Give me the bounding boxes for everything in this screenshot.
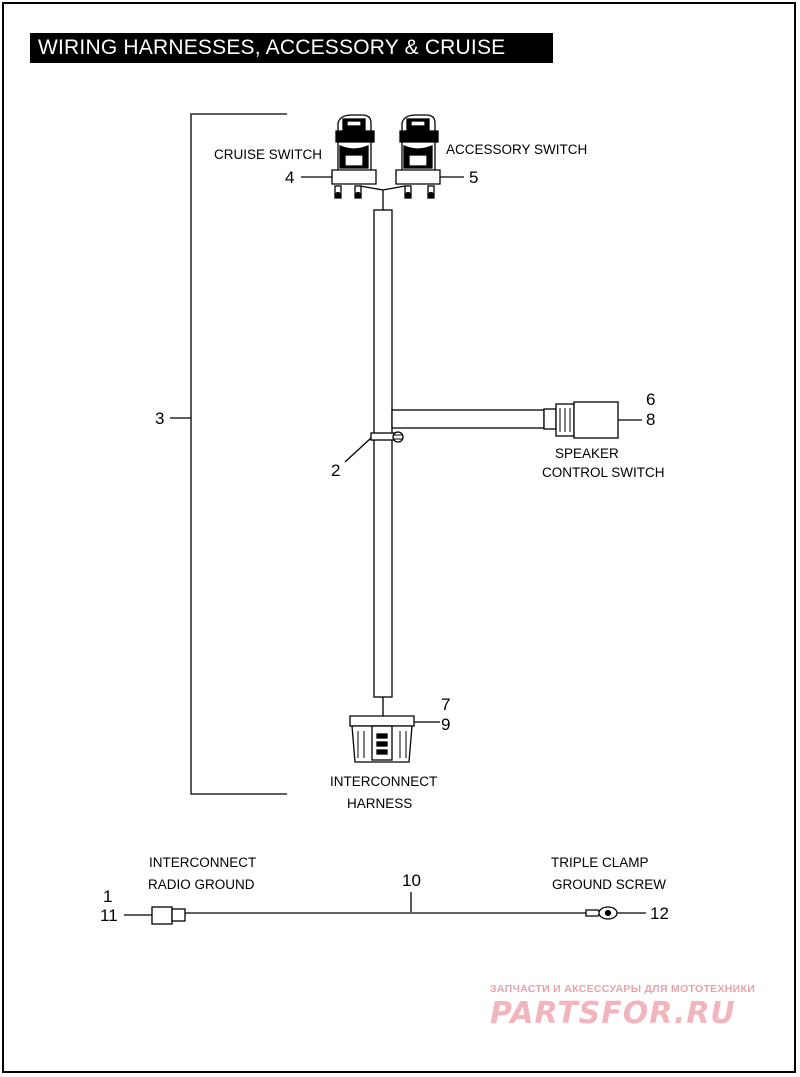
watermark-logo: PARTSFOR.RU	[490, 996, 736, 1031]
callout-10: 10	[402, 871, 421, 890]
accessory-switch-shape	[395, 114, 441, 199]
callout-11: 11	[100, 906, 118, 925]
watermark-tagline: ЗАПЧАСТИ И АКСЕССУАРЫ ДЛЯ МОТОТЕХНИКИ	[490, 983, 756, 995]
cruise-switch-label: CRUISE SWITCH	[214, 147, 322, 162]
main-harness-tube	[373, 209, 393, 698]
leader-2	[344, 437, 372, 463]
interconnect-connector-shape	[349, 715, 415, 763]
callout-12: 12	[650, 904, 669, 923]
callout-4: 4	[285, 168, 295, 187]
page-title: WIRING HARNESSES, ACCESSORY & CRUISE	[30, 33, 553, 63]
callout-8: 8	[646, 410, 656, 429]
ring-terminal-neck	[585, 909, 601, 917]
radio-ground-label-line1: INTERCONNECT	[149, 855, 257, 870]
harness-y-split	[359, 185, 406, 210]
speaker-connector-collar	[543, 408, 557, 430]
ground-terminal-sleeve	[151, 906, 173, 925]
callout-6: 6	[646, 390, 656, 409]
callout-2: 2	[331, 461, 341, 480]
callout-5: 5	[469, 168, 479, 187]
speaker-branch-tube	[391, 409, 545, 429]
speaker-connector-housing	[573, 401, 619, 439]
triple-clamp-label-line1: TRIPLE CLAMP	[551, 855, 649, 870]
callout-3: 3	[155, 409, 165, 428]
accessory-switch-label: ACCESSORY SWITCH	[446, 142, 588, 157]
triple-clamp-label-line2: GROUND SCREW	[552, 877, 666, 892]
callout-7: 7	[441, 695, 451, 714]
callout-9: 9	[441, 715, 451, 734]
ground-terminal-end	[171, 908, 186, 922]
speaker-label-line1: SPEAKER	[555, 446, 619, 461]
assembly-bracket	[190, 113, 287, 795]
speaker-label-line2: CONTROL SWITCH	[542, 465, 665, 480]
callout-1: 1	[103, 887, 113, 906]
interconnect-label-line2: HARNESS	[347, 796, 413, 811]
cruise-switch-shape	[331, 114, 377, 199]
strap-head	[392, 431, 404, 443]
interconnect-label-line1: INTERCONNECT	[330, 774, 438, 789]
radio-ground-label-line2: RADIO GROUND	[148, 877, 255, 892]
